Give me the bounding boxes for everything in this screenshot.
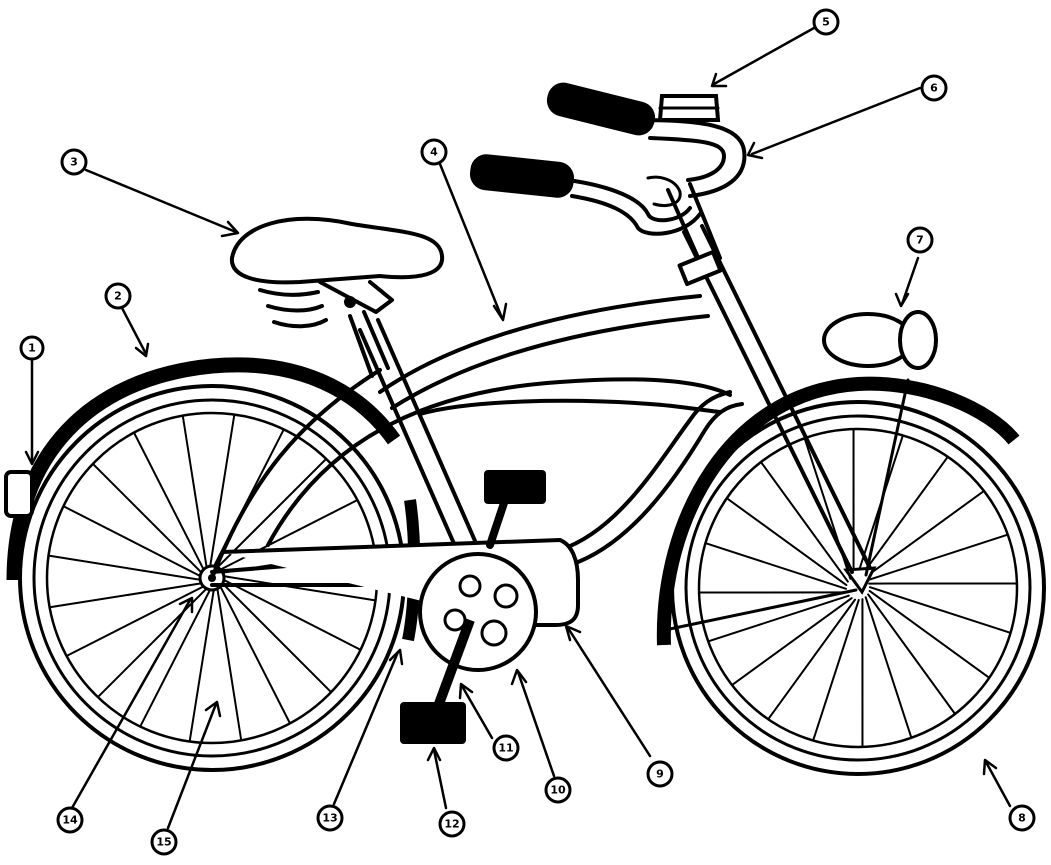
svg-text:4: 4: [430, 146, 438, 159]
front-fender: [664, 380, 1014, 645]
svg-text:12: 12: [444, 818, 459, 831]
spoke: [221, 582, 330, 691]
spoke: [64, 507, 202, 577]
spoke: [50, 556, 203, 580]
callout-12: 12: [440, 812, 464, 836]
spoke: [868, 594, 954, 713]
pedal-upper: [484, 470, 546, 504]
callout-13: 13: [318, 806, 342, 830]
callout-3: 3: [62, 150, 86, 174]
rear-reflector: [6, 472, 32, 516]
spoke: [866, 597, 911, 737]
svg-text:3: 3: [70, 156, 78, 169]
pedal-lower: [400, 702, 466, 744]
svg-text:9: 9: [656, 768, 664, 781]
callout-1: 1: [21, 337, 43, 359]
callout-11: 11: [494, 736, 518, 760]
spoke: [709, 596, 849, 641]
svg-text:1: 1: [28, 342, 36, 355]
svg-text:8: 8: [1018, 812, 1026, 825]
spoke: [867, 535, 1007, 580]
grip-lower: [468, 153, 575, 200]
svg-text:2: 2: [114, 290, 122, 303]
callout-15: 15: [152, 830, 176, 854]
spoke: [219, 585, 289, 723]
svg-text:14: 14: [62, 814, 78, 827]
svg-text:7: 7: [916, 234, 924, 247]
callout-4: 4: [422, 140, 446, 164]
callout-14: 14: [58, 808, 82, 832]
callout-10: 10: [546, 778, 570, 802]
spoke: [183, 417, 207, 570]
spoke: [210, 416, 234, 569]
svg-text:13: 13: [322, 812, 337, 825]
callout-7: 7: [908, 228, 932, 252]
grip-upper: [544, 79, 659, 139]
spoke: [94, 465, 203, 574]
svg-text:6: 6: [930, 82, 938, 95]
spoke: [67, 585, 205, 655]
callout-8: 8: [1010, 806, 1034, 830]
bell: [660, 96, 718, 120]
spoke: [134, 433, 204, 571]
svg-text:10: 10: [550, 784, 566, 797]
svg-text:5: 5: [822, 16, 830, 29]
spoke: [222, 579, 360, 649]
svg-text:15: 15: [156, 836, 171, 849]
callout-9: 9: [648, 762, 672, 786]
headlight: [824, 312, 936, 368]
callout-2: 2: [106, 284, 130, 308]
svg-text:11: 11: [498, 742, 513, 755]
callout-5: 5: [814, 10, 838, 34]
callout-6: 6: [922, 76, 946, 100]
spoke: [141, 588, 211, 726]
chainring: [420, 554, 536, 670]
saddle: [232, 219, 442, 376]
